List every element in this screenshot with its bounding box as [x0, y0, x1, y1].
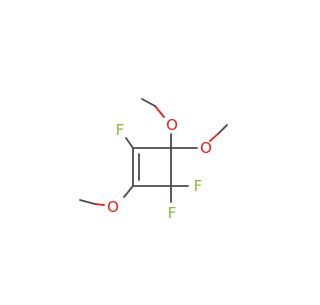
bond-o-top-methyl-a	[154, 105, 165, 118]
atom-label-o-right: O	[200, 139, 212, 157]
molecule-diagram: F O O F F O	[79, 98, 228, 222]
bond-c4-o-left	[123, 185, 134, 198]
bond-o-left-methyl-b	[79, 199, 96, 205]
molecule-canvas: F O O F F O	[79, 98, 228, 222]
atom-labels: F O O F F O	[107, 116, 212, 222]
atom-label-f-right: F	[194, 177, 203, 195]
bonds	[79, 98, 228, 206]
atom-label-f-top: F	[116, 121, 125, 139]
bond-o-right-methyl-b	[218, 124, 228, 134]
bond-c1-f	[125, 137, 134, 149]
bond-o-top-methyl-b	[141, 98, 156, 107]
atom-label-o-top: O	[166, 116, 178, 134]
bond-o-left-methyl-a	[94, 203, 105, 206]
bond-o-right-methyl-a	[209, 132, 220, 142]
atom-label-f-bottom: F	[168, 204, 177, 222]
atom-label-o-left: O	[107, 198, 119, 216]
